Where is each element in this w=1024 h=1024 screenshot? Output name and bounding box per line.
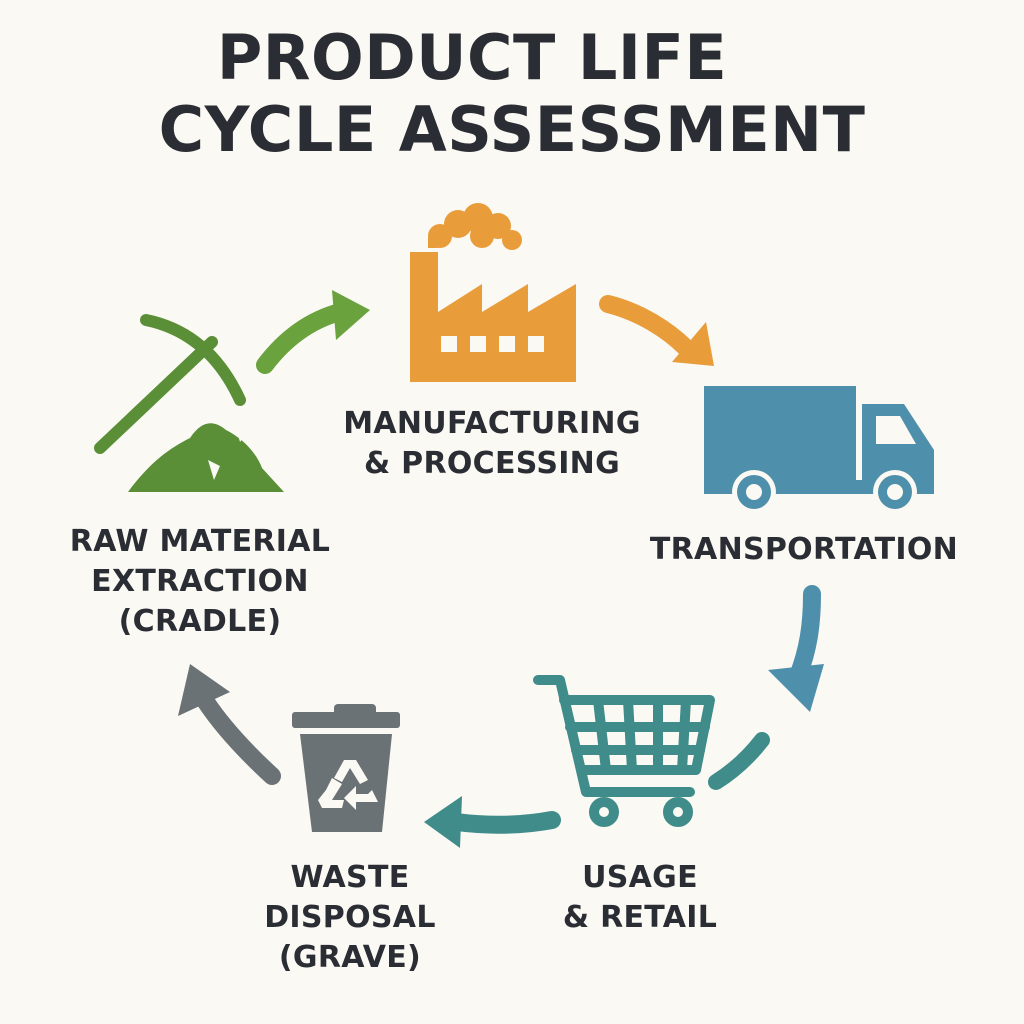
arrow-disposal-to-extraction bbox=[178, 664, 281, 785]
arrow-manufacturing-to-transportation bbox=[599, 295, 714, 366]
stage-label-line: & RETAIL bbox=[562, 900, 718, 935]
stage-label-transportation: TRANSPORTATION bbox=[624, 530, 984, 570]
stage-label-line: (CRADLE) bbox=[118, 604, 282, 639]
stage-label-line: DISPOSAL bbox=[264, 900, 436, 935]
recycle-icon bbox=[318, 760, 378, 810]
stage-label-line: WASTE bbox=[290, 860, 410, 895]
stage-label-raw-material: RAW MATERIAL EXTRACTION (CRADLE) bbox=[40, 522, 360, 642]
stage-label-line: (GRAVE) bbox=[278, 940, 422, 975]
stage-label-line: TRANSPORTATION bbox=[649, 532, 959, 567]
stage-label-manufacturing: MANUFACTURING & PROCESSING bbox=[322, 404, 662, 484]
stage-label-usage: USAGE & RETAIL bbox=[510, 858, 770, 938]
arrow-transportation-to-usage bbox=[768, 585, 824, 712]
arrow-usage-to-disposal bbox=[424, 796, 561, 848]
trash-bin-icon bbox=[292, 704, 400, 832]
stage-label-waste-disposal: WASTE DISPOSAL (GRAVE) bbox=[220, 858, 480, 978]
stage-label-line: EXTRACTION bbox=[91, 564, 309, 599]
factory-icon bbox=[410, 203, 576, 382]
arrow-dash-segment bbox=[708, 732, 770, 790]
stage-label-line: RAW MATERIAL bbox=[69, 524, 331, 559]
pickaxe-icon bbox=[94, 314, 284, 492]
stage-label-line: & PROCESSING bbox=[363, 446, 621, 481]
truck-icon bbox=[704, 386, 934, 514]
shopping-cart-icon bbox=[533, 675, 715, 827]
title-line-1: PRODUCT LIFE bbox=[216, 21, 728, 94]
title-line-2: CYCLE ASSESSMENT bbox=[158, 93, 866, 166]
stage-label-line: USAGE bbox=[582, 860, 698, 895]
stage-label-line: MANUFACTURING bbox=[343, 406, 641, 441]
arrow-extraction-to-manufacturing bbox=[256, 290, 370, 374]
